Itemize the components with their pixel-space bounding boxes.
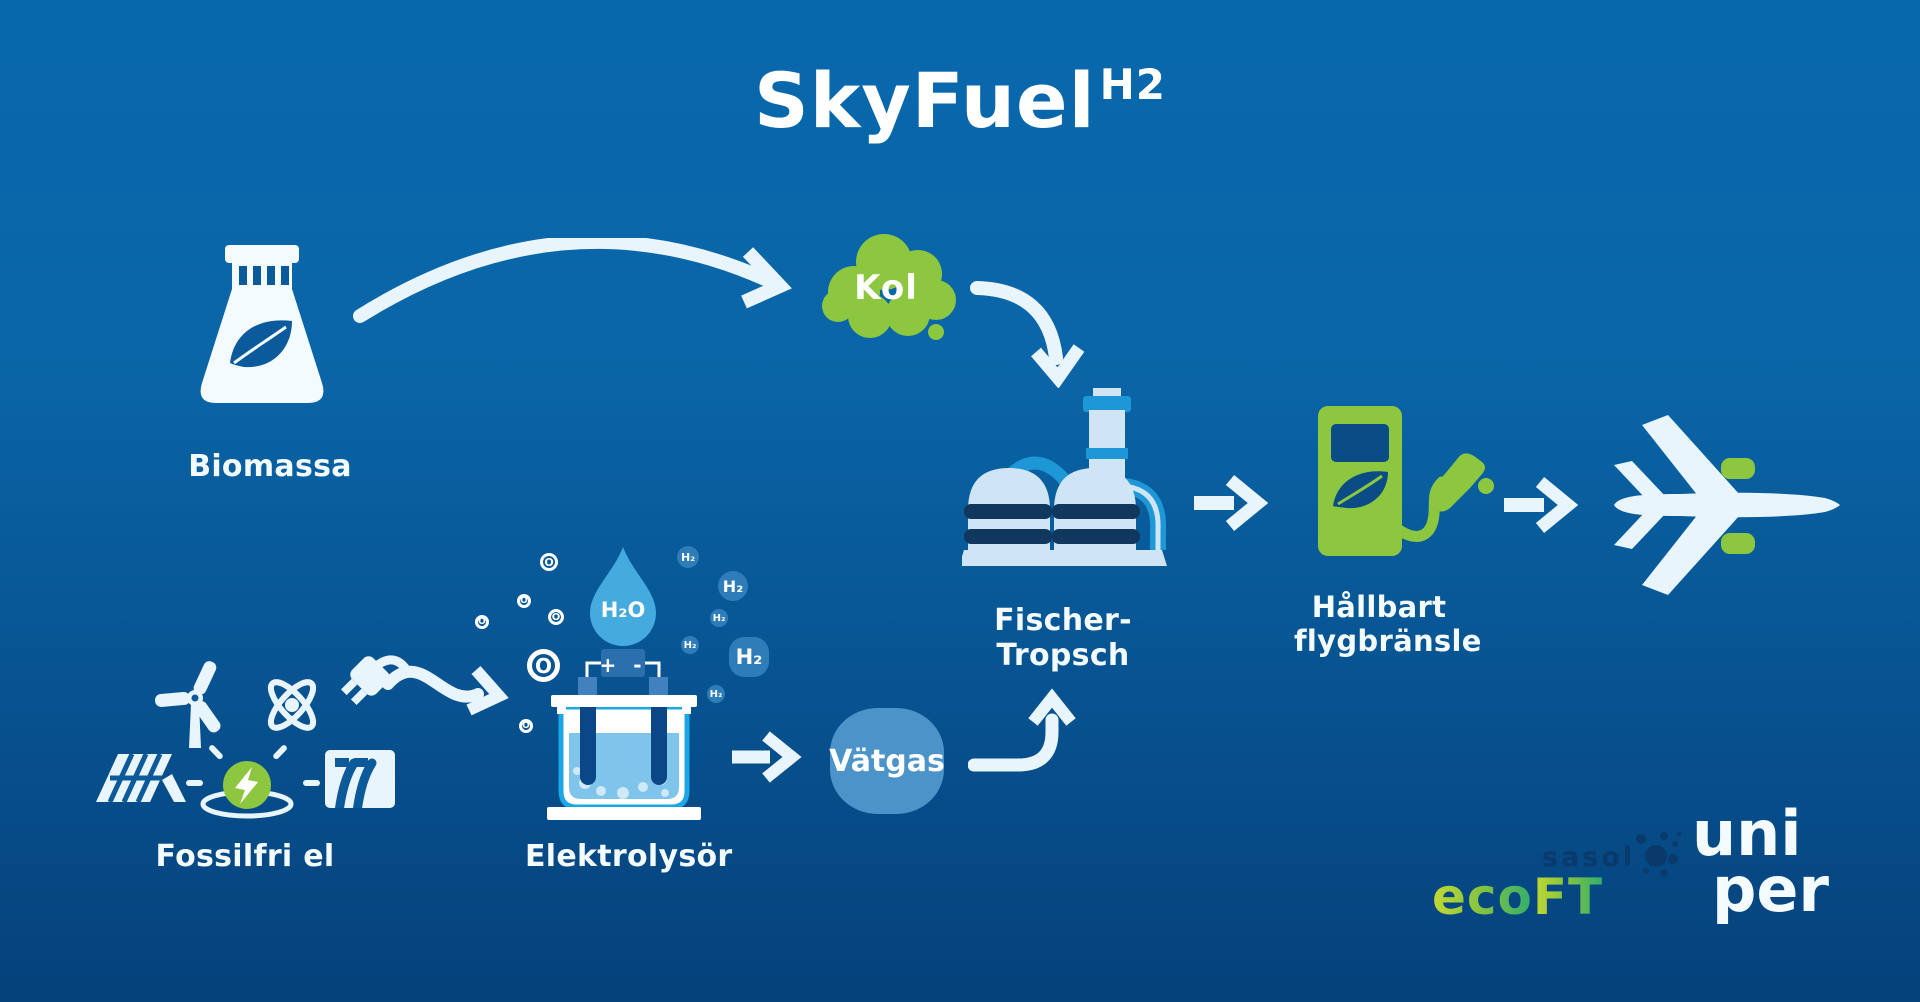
hydrogen-gas-blob: Vätgas bbox=[829, 708, 945, 814]
arrow-vatgas-to-factory bbox=[968, 688, 1076, 772]
vatgas-label: Vätgas bbox=[829, 743, 945, 779]
sasol-logo: sasol bbox=[1542, 842, 1636, 873]
ecoft-eco: eco bbox=[1432, 868, 1533, 926]
kol-label: Kol bbox=[854, 268, 918, 308]
hydrogen-bubble: H₂ bbox=[710, 609, 728, 627]
water-drop-icon bbox=[590, 547, 656, 646]
uniper-logo: uni per bbox=[1692, 803, 1830, 926]
solar-panel-icon bbox=[96, 752, 186, 804]
electrolyzer-label: Elektrolysör bbox=[525, 839, 733, 874]
nozzle bbox=[1430, 453, 1485, 512]
fossil-free-electricity-icons bbox=[96, 655, 412, 819]
title-main: SkyFuel bbox=[753, 56, 1096, 145]
sasol-molecule-icon bbox=[1636, 832, 1681, 877]
factory-icon bbox=[962, 388, 1167, 566]
atom-icon bbox=[267, 679, 317, 731]
ecoft-ft: FT bbox=[1532, 868, 1604, 926]
biomass-flask-icon bbox=[200, 245, 324, 403]
page-title: SkyFuelH2 bbox=[0, 56, 1920, 145]
title-superscript: H2 bbox=[1099, 60, 1167, 109]
battery-terminals-label: + - bbox=[599, 653, 647, 677]
arrow-electrolyzer-to-vatgas bbox=[732, 731, 802, 783]
oxygen-bubble: O bbox=[548, 609, 564, 625]
oxygen-bubble: O bbox=[519, 719, 533, 733]
electrode bbox=[580, 697, 596, 785]
uniper-line2: per bbox=[1712, 853, 1830, 926]
sustainable-fuel-line2: flygbränsle bbox=[1294, 624, 1482, 658]
battery bbox=[601, 649, 645, 677]
oxygen-bubble: O bbox=[527, 649, 560, 682]
ecoft-logo: ecoFT bbox=[1432, 868, 1603, 926]
electrolyzer-icon bbox=[547, 649, 701, 820]
arrow-biomassa-to-kol bbox=[353, 238, 792, 323]
hydrogen-bubble: H₂ bbox=[707, 685, 725, 703]
fuel-drop bbox=[1478, 478, 1494, 494]
arrow-kol-to-factory bbox=[970, 281, 1085, 388]
oxygen-bubble: O bbox=[517, 594, 531, 608]
arrow-pump-to-plane bbox=[1504, 476, 1579, 534]
lightning-icon bbox=[200, 761, 294, 819]
uniper-line1: uni bbox=[1692, 797, 1802, 870]
hydrogen-bubble: H₂ bbox=[681, 636, 699, 654]
h2o-label: H₂O bbox=[600, 598, 646, 622]
sustainable-fuel-line1: Hållbart bbox=[1311, 590, 1447, 624]
fossil-free-label: Fossilfri el bbox=[155, 839, 335, 874]
connector-dashes bbox=[186, 745, 320, 786]
oxygen-bubble: O bbox=[540, 553, 558, 571]
biomassa-label: Biomassa bbox=[188, 449, 352, 484]
electrode bbox=[651, 697, 667, 785]
hydro-dam-icon bbox=[325, 750, 395, 808]
hydrogen-bubble: H₂ bbox=[677, 546, 699, 568]
fischer-tropsch-label: Fischer-Tropsch bbox=[994, 603, 1132, 673]
wind-turbine-icon bbox=[155, 661, 221, 748]
hydrogen-bubble: H₂ bbox=[718, 571, 748, 601]
oxygen-bubble: O bbox=[475, 615, 489, 629]
sustainable-fuel-label: Hållbart flygbränsle bbox=[1294, 590, 1481, 658]
airplane-icon bbox=[1614, 415, 1840, 595]
engine bbox=[1721, 458, 1755, 479]
hydrogen-bubble: H₂ bbox=[729, 637, 769, 677]
fuel-pump-icon bbox=[1318, 406, 1494, 556]
coal-cloud-icon bbox=[822, 234, 956, 340]
arrow-factory-to-pump bbox=[1194, 474, 1269, 532]
arrow-plug-to-electrolyzer bbox=[382, 665, 509, 716]
engine bbox=[1721, 533, 1755, 554]
